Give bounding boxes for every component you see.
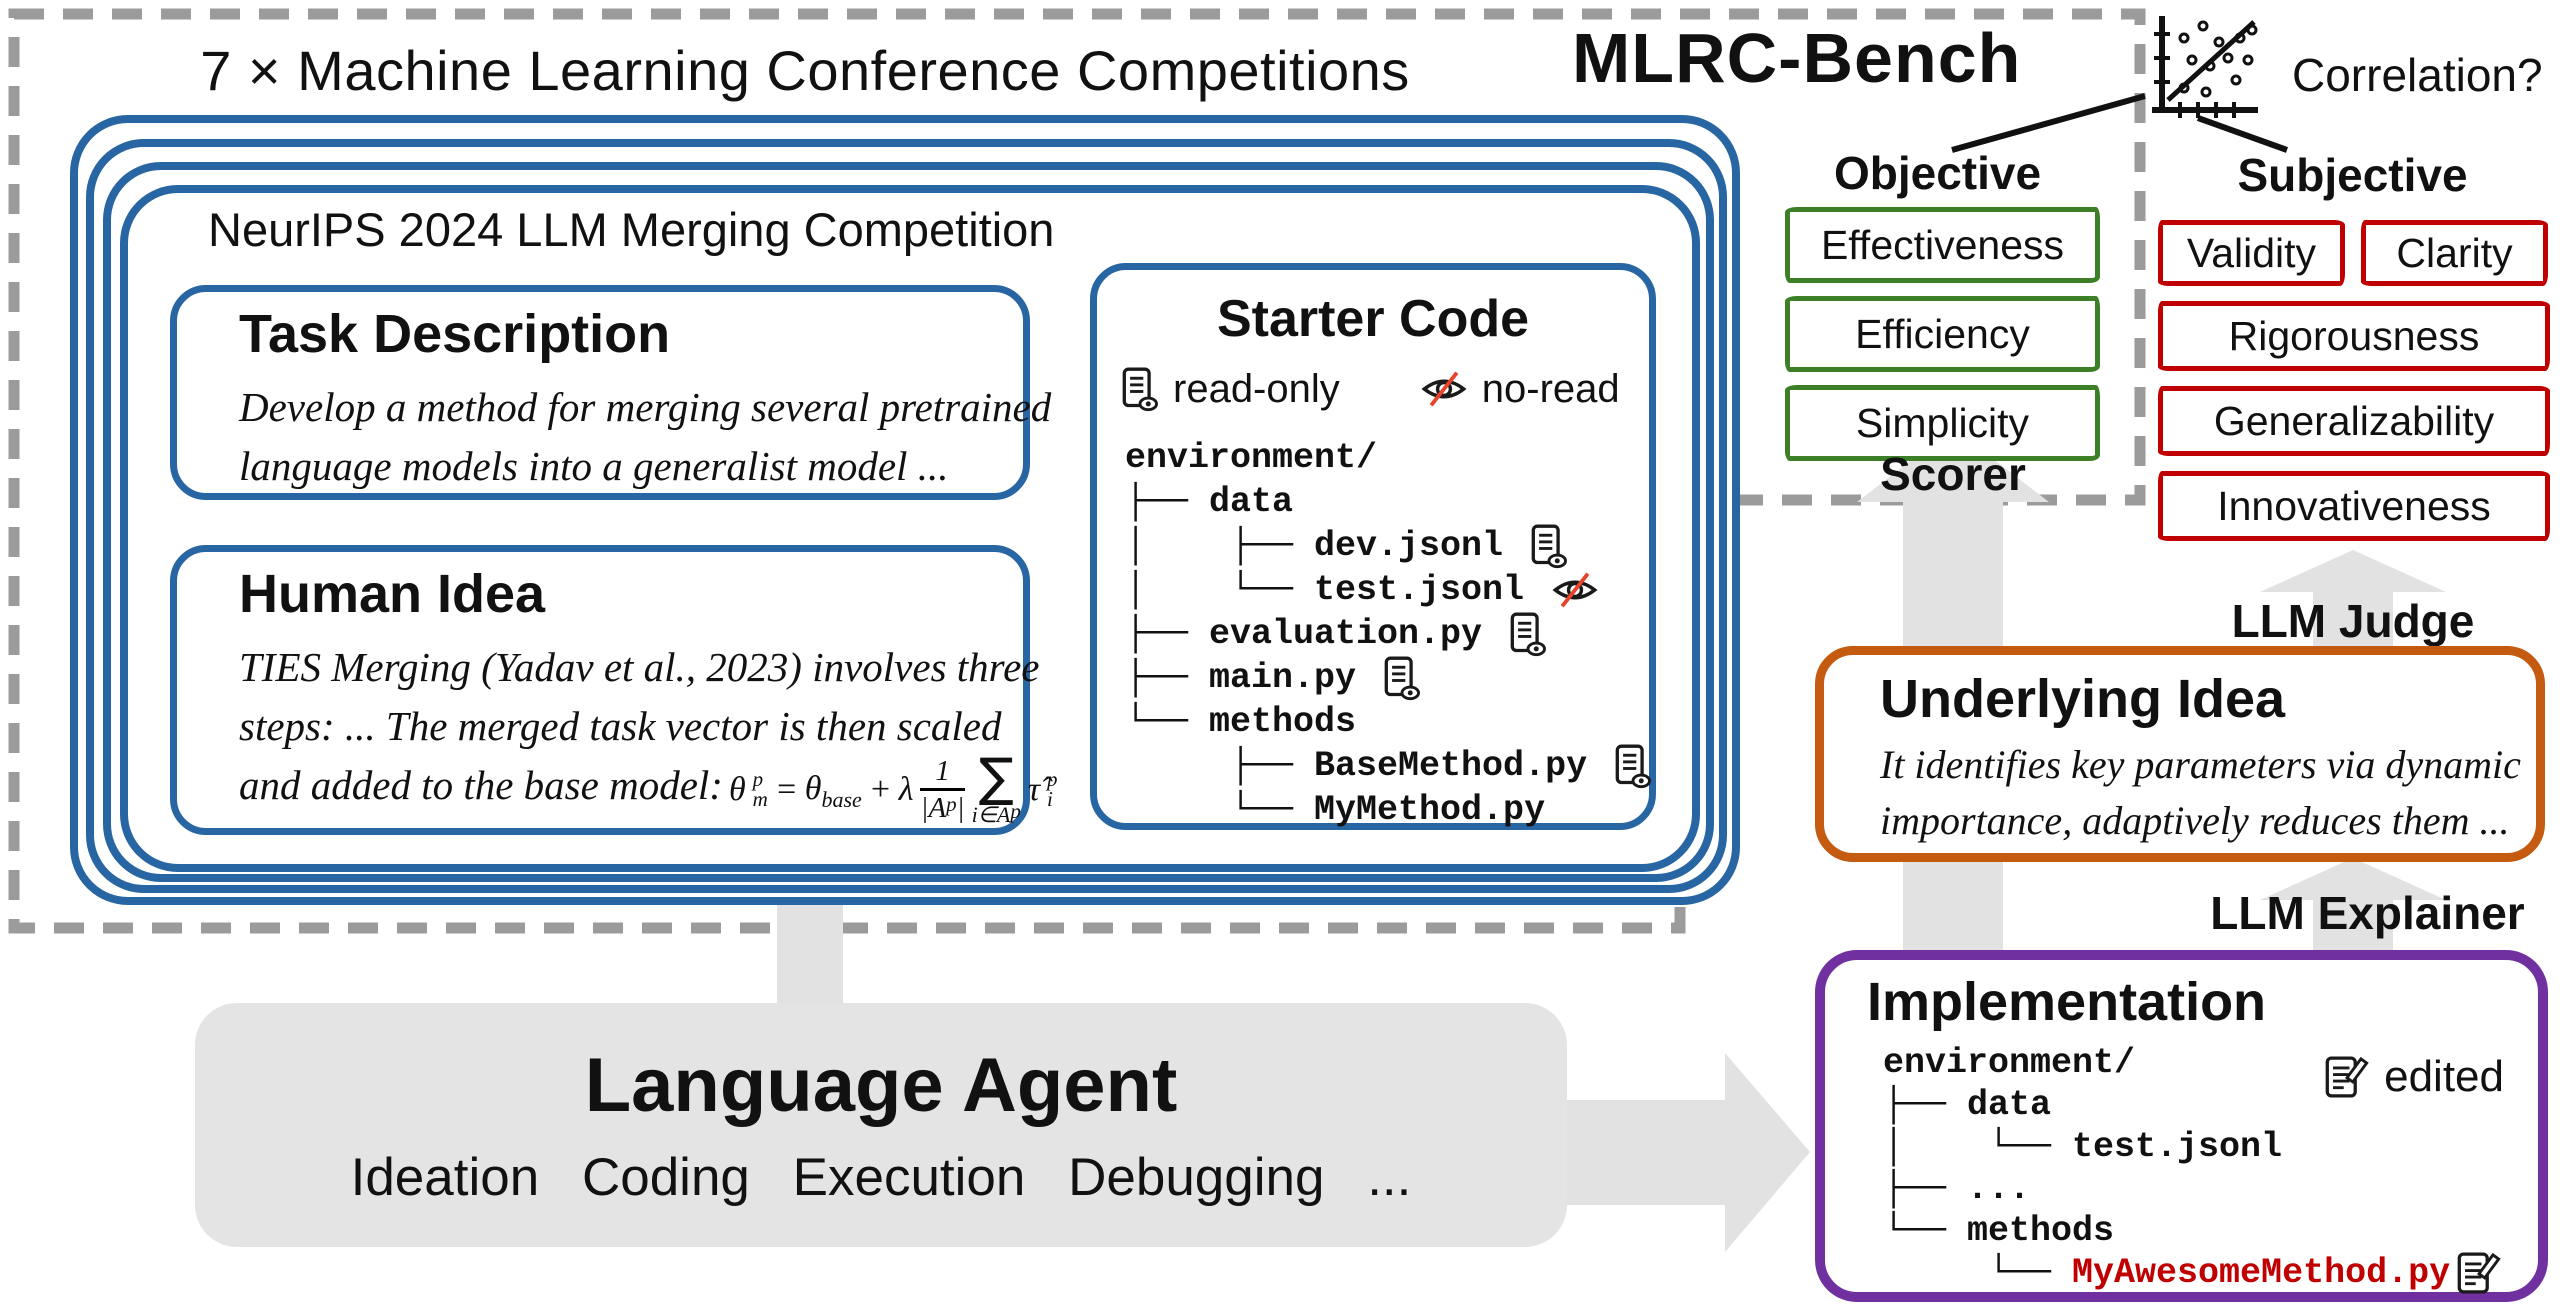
file-tree-row: │ └── test.jsonl: [1883, 1127, 2283, 1168]
starter-legend-item: no-read: [1420, 366, 1620, 412]
scatter-plot-icon: [2152, 16, 2258, 118]
starter-code-file-tree: environment/├── data│ ├── dev.jsonl │ └─…: [1125, 436, 1652, 832]
file-tree-row: └── MyAwesomeMethod.py: [1883, 1252, 2538, 1295]
implementation-file-tree: environment/├── data│ └── test.jsonl├── …: [1883, 1042, 2538, 1295]
file-tree-row: └── MyMethod.py: [1125, 790, 1546, 831]
edited-label: edited: [2384, 1052, 2504, 1101]
scorer-arrow: [1857, 428, 2049, 650]
implementation-to-scorer-shaft: [1903, 860, 2003, 955]
read-only-doc-icon: [1384, 656, 1421, 701]
edited-legend: edited: [2324, 1052, 2504, 1102]
no-read-eye-icon: [1421, 371, 1467, 407]
underlying-line-1: It identifies key parameters via dynamic: [1880, 742, 2521, 788]
formula-theta-m: θ: [728, 770, 746, 808]
human-idea-text: TIES Merging (Yadav et al., 2023) involv…: [239, 638, 1058, 825]
llm-explainer-arrow: [2260, 858, 2446, 955]
objective-metric-box: Efficiency: [1785, 296, 2100, 372]
file-tree-row: ├── ...: [1883, 1169, 2031, 1210]
formula-plus: +: [868, 770, 892, 808]
file-tree-row: │ └── test.jsonl: [1125, 568, 1649, 612]
file-tree-row: ├── main.py: [1125, 656, 1649, 701]
language-agent-title: Language Agent: [584, 1043, 1178, 1128]
objective-heading: Objective: [1833, 147, 2042, 199]
agent-to-implementation-arrow: [1560, 1053, 1810, 1252]
objective-metric-box: Simplicity: [1785, 385, 2100, 461]
task-description-text: Develop a method for merging several pre…: [239, 378, 1052, 494]
edited-doc-icon: [2325, 1056, 2369, 1098]
file-tree-row: environment/: [1883, 1043, 2136, 1084]
underlying-line-2: importance, adaptively reduces them ...: [1880, 798, 2510, 844]
correlation-line-objective: [1951, 93, 2146, 153]
legend-label: no-read: [1481, 366, 1620, 411]
starter-legend-item: read-only: [1121, 366, 1340, 412]
correlation-line-subjective: [2196, 115, 2289, 153]
subjective-metric-box: Validity: [2158, 220, 2345, 286]
llm-explainer-label: LLM Explainer: [2210, 887, 2525, 939]
file-tree-row: ├── evaluation.py: [1125, 612, 1649, 657]
underlying-idea-title: Underlying Idea: [1880, 669, 2286, 729]
starter-code-title: Starter Code: [1216, 290, 1530, 348]
formula-equals: =: [774, 770, 798, 808]
task-line-1: Develop a method for merging several pre…: [239, 384, 1052, 431]
objective-metric-box: Effectiveness: [1785, 207, 2100, 283]
edited-doc-icon: [2457, 1252, 2501, 1295]
scorer-label: Scorer: [1880, 448, 2026, 500]
correlation-label: Correlation?: [2292, 49, 2543, 101]
language-agent-card: Language Agent Ideation Coding Execution…: [195, 1003, 1567, 1247]
formula-lambda: λ: [898, 770, 914, 808]
formula-theta-base: θbase: [804, 769, 862, 812]
benchmark-title: MLRC-Bench: [1572, 19, 2022, 97]
file-tree-row: environment/: [1125, 438, 1378, 479]
read-only-doc-icon: [1122, 367, 1158, 412]
human-idea-title: Human Idea: [239, 564, 546, 624]
subjective-metric-box: Clarity: [2361, 220, 2548, 286]
idea-line-2: steps: ... The merged task vector is the…: [239, 702, 1002, 749]
language-agent-stages: Ideation Coding Execution Debugging ...: [350, 1148, 1412, 1207]
formula-tau: τ̂: [1027, 770, 1041, 808]
competition-name: NeurIPS 2024 LLM Merging Competition: [208, 203, 1055, 256]
task-description-title: Task Description: [239, 304, 671, 364]
underlying-idea-text: It identifies key parameters via dynamic…: [1880, 737, 2536, 849]
file-tree-row: ├── data: [1883, 1085, 2052, 1126]
subjective-metric-box: Innovativeness: [2158, 471, 2550, 541]
llm-judge-arrow: [2260, 550, 2446, 650]
idea-line-1: TIES Merging (Yadav et al., 2023) involv…: [239, 644, 1040, 691]
no-read-eye-icon: [1552, 572, 1598, 608]
underlying-idea-card: Underlying Idea It identifies key parame…: [1815, 646, 2545, 862]
subjective-metric-box: Generalizability: [2158, 386, 2550, 456]
read-only-doc-icon: [1531, 524, 1568, 569]
legend-label: read-only: [1173, 366, 1340, 411]
implementation-title: Implementation: [1867, 972, 2267, 1032]
task-line-2: language models into a generalist model …: [239, 442, 949, 489]
file-tree-row: ├── data: [1125, 482, 1294, 523]
formula-sum: ∑ i∈Ap: [971, 747, 1021, 827]
starter-code-card: Starter Code read-only no-read environmen…: [1090, 263, 1656, 830]
file-tree-row: └── methods: [1125, 702, 1357, 743]
file-tree-row: └── methods: [1883, 1211, 2115, 1252]
llm-judge-label: LLM Judge: [2231, 595, 2475, 647]
starter-code-legend: read-only no-read: [1097, 366, 1649, 412]
read-only-doc-icon: [1510, 612, 1547, 657]
file-tree-row: ├── BaseMethod.py: [1125, 744, 1652, 789]
competitions-title: 7 × Machine Learning Conference Competit…: [200, 39, 1410, 102]
file-tree-row: │ ├── dev.jsonl: [1125, 524, 1649, 569]
formula-fraction: 1 |Ap|: [920, 754, 965, 825]
benchmark-dashed-border: [8, 8, 2146, 934]
idea-line-3-text: and added to the base model:: [239, 762, 723, 809]
subjective-heading: Subjective: [2237, 149, 2468, 201]
implementation-card: Implementation environment/├── data│ └──…: [1815, 950, 2548, 1302]
human-idea-card: Human Idea TIES Merging (Yadav et al., 2…: [170, 545, 1058, 835]
task-description-card: Task Description Develop a method for me…: [170, 285, 1052, 500]
read-only-doc-icon: [1615, 744, 1652, 789]
subjective-metric-box: Rigorousness: [2158, 301, 2550, 371]
